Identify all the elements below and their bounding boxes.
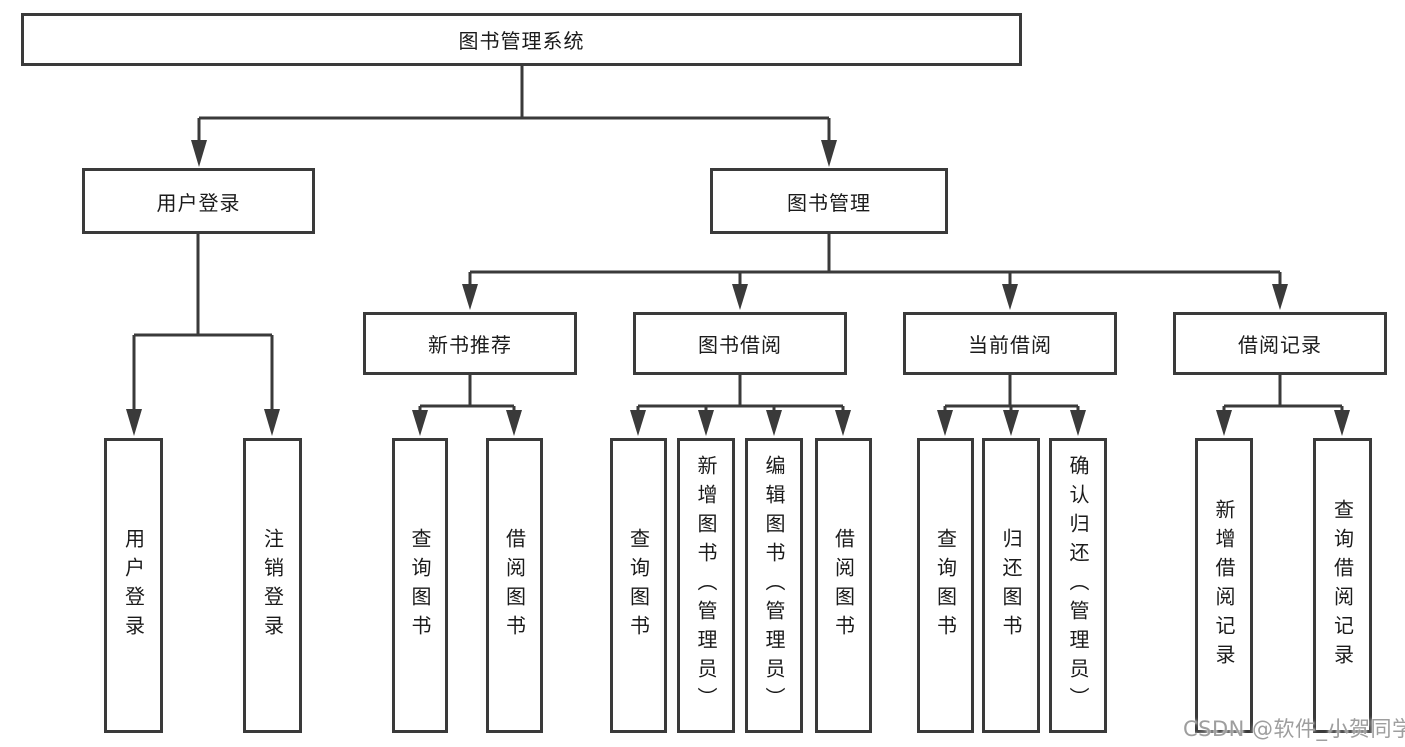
leaf-bb-edit-book-admin: 编辑图书（管理员）: [745, 438, 803, 733]
leaf-bb-borrow-book: 借阅图书: [815, 438, 872, 733]
node-book-management: 图书管理: [710, 168, 948, 234]
leaf-rec-borrow-book: 借阅图书: [486, 438, 543, 733]
leaf-bb-add-book-admin: 新增图书（管理员）: [677, 438, 735, 733]
connector-new-book-rec-to-leaves: [412, 375, 522, 436]
leaf-bb-query-book: 查询图书: [610, 438, 667, 733]
connector-user-login-to-leaves: [126, 234, 280, 436]
connector-current-borrow-to-leaves: [937, 375, 1086, 436]
leaf-user-login: 用户登录: [104, 438, 163, 733]
node-root-system: 图书管理系统: [21, 13, 1022, 66]
connector-book-mgmt-to-level3: [462, 234, 1288, 310]
leaf-cb-confirm-return-admin: 确认归还（管理员）: [1049, 438, 1107, 733]
connector-borrow-record-to-leaves: [1216, 375, 1350, 436]
leaf-logout: 注销登录: [243, 438, 302, 733]
leaf-rec-query-book: 查询图书: [392, 438, 448, 733]
node-user-login: 用户登录: [82, 168, 315, 234]
leaf-cb-return-book: 归还图书: [982, 438, 1040, 733]
leaf-cb-query-book: 查询图书: [917, 438, 974, 733]
csdn-watermark: CSDN @软件_小贺同学: [1183, 717, 1405, 741]
node-current-borrow: 当前借阅: [903, 312, 1117, 375]
connector-root-to-level2: [191, 66, 837, 167]
node-book-borrow: 图书借阅: [633, 312, 847, 375]
leaf-br-add-record: 新增借阅记录: [1195, 438, 1253, 733]
node-new-book-recommend: 新书推荐: [363, 312, 577, 375]
leaf-br-query-record: 查询借阅记录: [1313, 438, 1372, 733]
connector-book-borrow-to-leaves: [630, 375, 851, 436]
node-borrow-record: 借阅记录: [1173, 312, 1387, 375]
